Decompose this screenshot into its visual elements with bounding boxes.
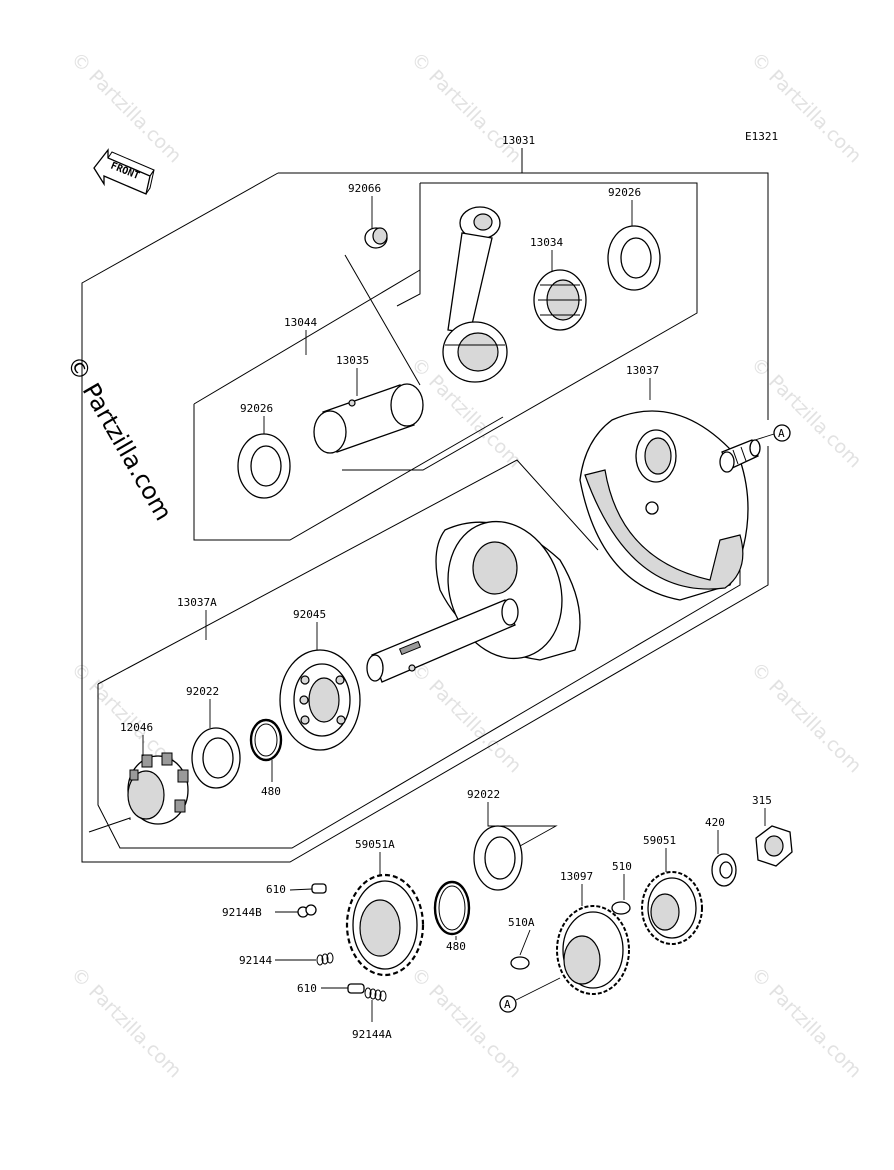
svg-text:A: A [778,427,785,440]
circlip-480-lower [433,880,471,936]
svg-text:A: A [504,998,511,1011]
key-510 [611,901,631,915]
label-480-upper: 480 [261,785,281,798]
label-610-upper: 610 [266,883,286,896]
watermark: © Partzilla.com [66,963,185,1082]
thrust-washer-92026-upper [607,225,661,291]
label-92022-upper: 92022 [186,685,219,698]
ref-marker-a-top: A [754,424,791,442]
label-92026-upper: 92026 [608,186,641,199]
label-92144: 92144 [239,954,272,967]
label-610-lower: 610 [297,982,317,995]
watermark: © Partzilla.com [746,48,865,167]
watermark: © Partzilla.com [746,658,865,777]
watermark: © Partzilla.com [406,963,525,1082]
side-watermark: © Partzilla.com [61,351,178,525]
ref-marker-a-bottom: A [499,977,561,1013]
circlip-480-upper [249,718,283,762]
watermark: © Partzilla.com [406,658,525,777]
pin-610-upper [311,883,327,894]
timing-sprocket-12046 [127,752,189,825]
label-13097: 13097 [560,870,593,883]
key-510A [510,956,530,970]
leader-lines [142,196,766,1022]
washer-92022-lower [473,825,523,891]
spring-92144B [297,904,317,918]
gear-13097 [556,905,630,995]
spring-92144A [364,987,387,1002]
label-92026-lower: 92026 [240,402,273,415]
label-59051: 59051 [643,834,676,847]
label-510: 510 [612,860,632,873]
gear-59051A [345,873,425,977]
needle-bearing-13034 [533,269,587,331]
gear-59051 [641,871,703,945]
right-flywheel-13037 [579,410,761,601]
label-13037A: 13037A [177,596,217,609]
diagram-code: E1321 [745,130,778,143]
washer-420 [711,853,737,887]
label-92144B: 92144B [222,906,262,919]
label-13031: 13031 [502,134,535,147]
label-92045: 92045 [293,608,326,621]
front-arrow-icon: FRONT [93,148,155,195]
label-92144A: 92144A [352,1028,392,1041]
washer-92022-upper [191,727,241,789]
label-480-lower: 480 [446,940,466,953]
watermark: © Partzilla.com [746,353,865,472]
label-59051A: 59051A [355,838,395,851]
label-420: 420 [705,816,725,829]
label-510A: 510A [508,916,535,929]
pin-610-lower [347,983,365,994]
nut-315 [755,825,793,867]
watermark: © Partzilla.com [66,48,185,167]
label-13037: 13037 [626,364,659,377]
label-13035: 13035 [336,354,369,367]
label-13044: 13044 [284,316,317,329]
small-end-bushing-92066 [364,227,388,249]
part-labels: 13031 92066 92026 13034 13044 13035 9202… [120,134,772,1041]
spring-92144 [316,952,334,966]
crank-pin-13035 [313,383,424,454]
label-12046: 12046 [120,721,153,734]
thrust-washer-92026-lower [237,433,291,499]
watermark: © Partzilla.com [406,48,525,167]
label-92066: 92066 [348,182,381,195]
label-315: 315 [752,794,772,807]
watermark: © Partzilla.com [746,963,865,1082]
connecting-rod [442,206,508,383]
left-flywheel-13037A [366,520,581,683]
label-13034: 13034 [530,236,563,249]
ball-bearing-92045 [279,649,361,751]
label-92022-lower: 92022 [467,788,500,801]
